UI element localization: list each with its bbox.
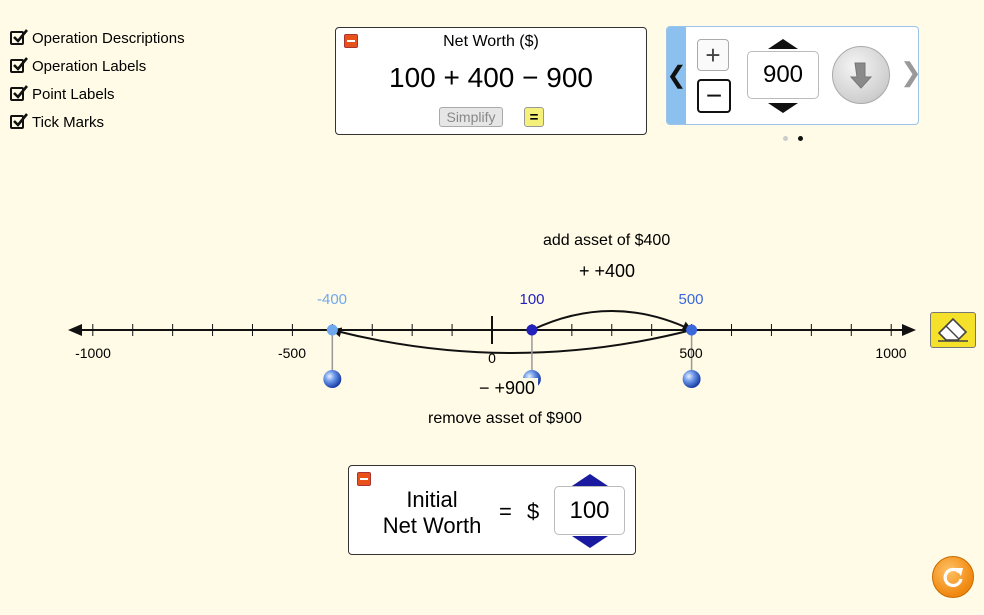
point-label: 500 [678,291,704,308]
point-drag-handle[interactable] [682,370,701,388]
tick-label: 500 [679,345,703,361]
initial-equals: = [499,499,512,524]
tick-label: -500 [277,345,307,361]
initial-net-worth-value[interactable]: 100 [554,486,625,535]
checkbox-checked-icon[interactable] [10,85,29,101]
checkbox-checked-icon[interactable] [10,57,29,73]
checkbox-operation-labels[interactable]: Operation Labels [10,52,185,80]
operation-description: remove asset of $900 [428,410,582,427]
point-marker[interactable] [686,324,698,336]
equals-button[interactable]: = [524,107,544,127]
axis-left-arrow-icon [68,324,82,336]
operation-arrow [531,310,693,331]
initial-up-arrow-icon[interactable] [572,474,608,486]
simplify-button[interactable]: Simplify [439,107,503,127]
initial-down-arrow-icon[interactable] [572,536,608,548]
collapse-initial-button[interactable] [357,472,371,486]
value-up-arrow-icon[interactable] [768,39,798,49]
carousel-page-dot-active[interactable] [798,136,803,141]
checkbox-label: Tick Marks [32,113,104,131]
initial-label-line2: Net Worth [382,513,482,538]
value-down-arrow-icon[interactable] [768,103,798,113]
checkbox-checked-icon[interactable] [10,113,29,129]
reset-button[interactable] [932,556,974,598]
checkbox-label: Point Labels [32,85,115,103]
minus-sign-button[interactable]: − [697,79,731,113]
tick-label: 1000 [875,345,907,361]
checkbox-label: Operation Descriptions [32,29,185,47]
point-drag-handle[interactable] [323,370,342,388]
checkbox-checked-icon[interactable] [10,29,29,45]
point-marker[interactable] [326,324,338,336]
axis-right-arrow-icon [902,324,916,336]
point-label: -400 [316,291,348,308]
operation-description: add asset of $400 [543,232,671,249]
carousel-page-dot[interactable] [783,136,788,141]
eraser-button[interactable] [930,312,976,348]
drop-value-button[interactable] [832,46,890,104]
point-label: 100 [519,291,545,308]
initial-label-line1: Initial [406,487,458,512]
operation-label: − +900 [476,378,539,399]
net-worth-panel: Net Worth ($) 100 + 400 − 900 Simplify = [335,27,647,135]
net-worth-expression: 100 + 400 − 900 [389,62,593,93]
asset-carousel: ❮ + − 900 ❯ [666,26,919,125]
carousel-value[interactable]: 900 [747,51,819,99]
operation-arrow [331,327,692,354]
point-marker[interactable] [526,324,538,336]
collapse-net-worth-button[interactable] [344,34,358,48]
operation-arrows [331,310,693,354]
down-arrow-icon [850,62,872,89]
checkbox-label: Operation Labels [32,57,147,75]
tick-label: -1000 [75,345,111,361]
carousel-prev-button[interactable]: ❮ [667,27,687,124]
eraser-icon [937,317,968,342]
plus-sign-button[interactable]: + [697,39,729,71]
display-options: Operation Descriptions Operation Labels … [10,24,185,136]
reset-icon [943,567,963,588]
initial-dollar-sign: $ [527,499,540,524]
checkbox-tick-marks[interactable]: Tick Marks [10,108,185,136]
net-worth-title: Net Worth ($) [443,33,539,50]
initial-net-worth-panel: Initial Net Worth = $ 100 [348,465,636,555]
checkbox-operation-descriptions[interactable]: Operation Descriptions [10,24,185,52]
checkbox-point-labels[interactable]: Point Labels [10,80,185,108]
carousel-next-button[interactable]: ❯ [900,57,918,88]
tick-label: 0 [488,350,496,366]
initial-net-worth-label: Initial Net Worth [369,487,495,539]
operation-label: + +400 [576,261,639,282]
